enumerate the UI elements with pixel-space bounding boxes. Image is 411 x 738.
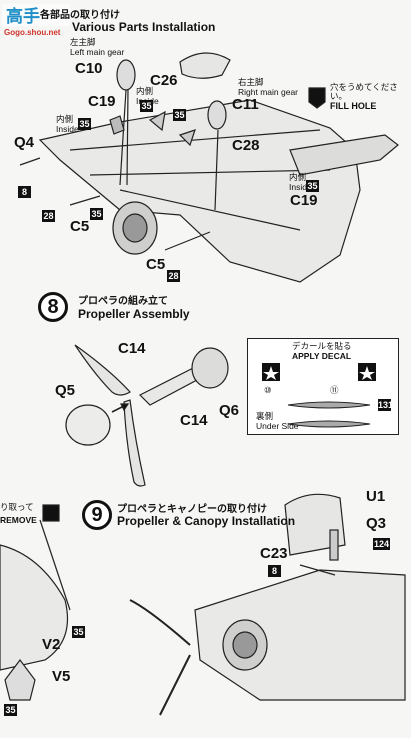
ref-box-124: 124 <box>373 538 390 550</box>
part-q3: Q3 <box>366 515 387 532</box>
note-fill-hole-en: FILL HOLE <box>330 101 377 111</box>
remove-note-en: REMOVE <box>0 515 37 525</box>
decal-graphic <box>262 363 376 428</box>
ref-box-35: 35 <box>78 118 91 130</box>
part-c14-bottom: C14 <box>180 412 208 429</box>
note-inside-1-jp: 内側 <box>136 87 154 97</box>
part-q6: Q6 <box>219 402 240 419</box>
decal-10: ⑩ <box>264 385 272 395</box>
note-inside-2: 内側 Inside <box>56 116 79 134</box>
note-inside-2-en: Inside <box>56 124 79 134</box>
step-8-title-jp: プロペラの組み立て <box>78 296 168 307</box>
part-c23: C23 <box>260 545 288 562</box>
remove-note-jp: り取って <box>0 503 34 513</box>
ref-box-28: 28 <box>42 210 55 222</box>
decal-under-en: Under Side <box>256 421 299 431</box>
ref-box-28: 28 <box>167 270 180 282</box>
watermark-logo: 高手 Gogo.shou.net <box>2 4 70 38</box>
ref-box-131: 131 <box>378 399 394 411</box>
decal-title-jp: デカールを貼る <box>292 342 352 352</box>
ref-box-8: 8 <box>18 186 31 198</box>
note-right-gear-en: Right main gear <box>238 87 299 97</box>
ref-box-35: 35 <box>4 704 17 716</box>
part-v5: V5 <box>52 668 71 685</box>
part-q5: Q5 <box>55 382 76 399</box>
step-9-title-jp: プロペラとキャノピーの取り付け <box>117 504 267 515</box>
part-c28: C28 <box>232 137 260 154</box>
step-9-number: 9 <box>82 500 112 530</box>
ref-box-35: 35 <box>90 208 103 220</box>
decal-under-jp: 裏側 <box>256 412 274 422</box>
note-inside-3: 内側 Inside <box>289 174 312 192</box>
part-v2: V2 <box>42 636 61 653</box>
part-c19: C19 <box>88 93 116 110</box>
part-u1: U1 <box>366 488 386 505</box>
note-right-gear-jp: 右主脚 <box>238 78 264 88</box>
part-q4: Q4 <box>14 134 35 151</box>
note-right-gear: 右主脚 Right main gear <box>238 79 298 97</box>
svg-text:高手: 高手 <box>6 6 40 27</box>
note-left-gear-en: Left main gear <box>70 47 125 57</box>
part-c19-right: C19 <box>290 192 318 209</box>
part-c14-top: C14 <box>118 340 146 357</box>
part-c26: C26 <box>150 72 178 89</box>
step-8-number: 8 <box>38 292 68 322</box>
note-fill-hole-jp: 穴をうめてください。 <box>330 83 398 102</box>
ref-box-8: 8 <box>268 565 281 577</box>
ref-box-35: 35 <box>173 109 186 121</box>
step-8-title-en: Propeller Assembly <box>78 307 190 321</box>
part-c11: C11 <box>232 96 259 113</box>
note-inside-3-en: Inside <box>289 182 312 192</box>
part-c10: C10 <box>75 60 103 77</box>
note-inside-2-jp: 内側 <box>56 115 74 125</box>
step-9-title-en: Propeller & Canopy Installation <box>117 514 296 528</box>
ref-box-35: 35 <box>306 180 319 192</box>
ref-box-35: 35 <box>140 100 153 112</box>
section-title-en: Various Parts Installation <box>72 20 216 34</box>
note-inside-3-jp: 内側 <box>289 173 307 183</box>
watermark-graphic: 高手 Gogo.shou.net <box>2 4 70 37</box>
svg-text:Gogo.shou.net: Gogo.shou.net <box>4 28 61 37</box>
note-fill-hole: 穴をうめてください。 FILL HOLE <box>330 84 411 111</box>
note-left-gear: 左主脚 Left main gear <box>70 39 124 57</box>
part-c5: C5 <box>70 218 90 235</box>
ref-box-35: 35 <box>72 626 85 638</box>
decal-instruction-box: デカールを貼る APPLY DECAL ⑩ ⑪ 131 裏側 Under Sid… <box>247 338 399 435</box>
part-c5-lower: C5 <box>146 256 166 273</box>
section-title-jp: 各部品の取り付け <box>40 10 120 21</box>
note-left-gear-jp: 左主脚 <box>70 38 96 48</box>
decal-title-en: APPLY DECAL <box>292 351 352 361</box>
decal-11: ⑪ <box>330 385 339 395</box>
